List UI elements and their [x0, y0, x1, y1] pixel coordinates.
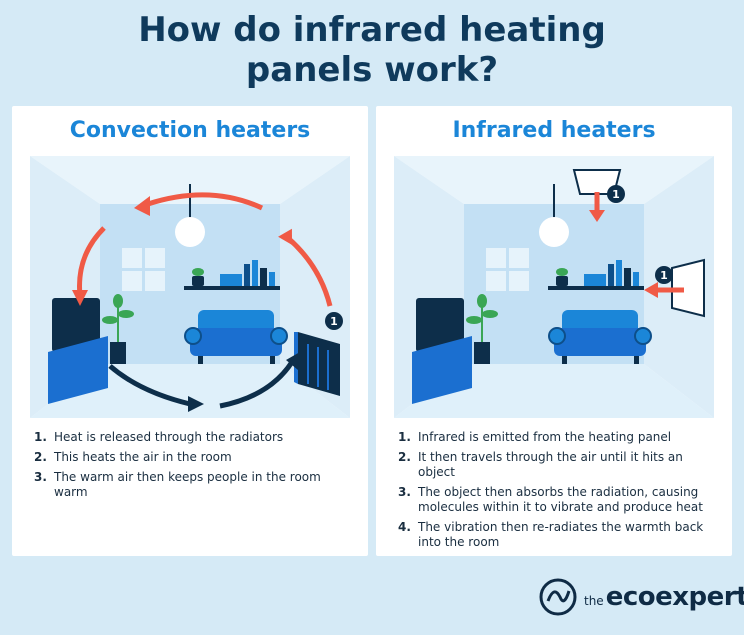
logo-name: ecoexperts: [605, 582, 744, 612]
ecoexperts-logo[interactable]: the ecoexperts: [538, 572, 744, 622]
list-item: 4.The vibration then re-radiates the war…: [398, 520, 704, 549]
tv-cabinet: [48, 336, 108, 404]
list-item: 2.This heats the air in the room: [34, 450, 232, 464]
convection-heading: Convection heaters: [69, 118, 311, 143]
list-item: 3.The warm air then keeps people in the …: [34, 470, 321, 499]
convection-panel: Convection heaters: [12, 106, 368, 556]
tv-cabinet: [412, 336, 472, 404]
floor-arrow-2: [219, 360, 295, 409]
convection-arrow-top-head: [134, 196, 150, 216]
infrared-panel: Infrared heaters: [376, 106, 732, 556]
list-item: 2.It then travels through the air until …: [398, 450, 683, 479]
convection-steps: 1.Heat is released through the radiators…: [34, 430, 354, 505]
window: [122, 248, 165, 291]
infrared-steps: 1.Infrared is emitted from the heating p…: [398, 430, 718, 555]
shelf: [184, 286, 280, 290]
room-floor: [394, 364, 714, 418]
room-ceiling: [30, 156, 350, 204]
list-item: 1.Heat is released through the radiators: [34, 430, 284, 444]
convection-room-illustration: 1: [30, 156, 350, 418]
sofa: [548, 310, 652, 364]
shelf: [548, 286, 644, 290]
floor-arrow-1: [108, 364, 191, 407]
small-plant: [556, 268, 568, 286]
books: [584, 260, 639, 286]
ceiling-ir-arrow-head: [589, 210, 605, 222]
tv: [416, 298, 464, 352]
lamp-bulb: [539, 217, 569, 247]
convection-arrow-left: [77, 226, 106, 297]
logo-mark-icon: [539, 578, 577, 616]
floor-plant: [102, 294, 134, 364]
books: [220, 260, 275, 286]
title-line-1: How do infrared heating: [138, 10, 606, 50]
infrared-room-illustration: 1 1: [394, 156, 714, 418]
small-plant: [192, 268, 204, 286]
title-line-2: panels work?: [245, 50, 499, 90]
sofa: [184, 310, 288, 364]
convection-arrow-left-head: [72, 290, 88, 306]
logo-prefix: the: [584, 594, 604, 608]
wall-heating-panel: [671, 258, 705, 318]
infrared-heading: Infrared heaters: [452, 118, 656, 143]
floor-arrow-2-head: [286, 352, 300, 370]
room-floor: [30, 364, 350, 418]
convection-arrow-up: [286, 236, 333, 307]
room-ceiling: [394, 156, 714, 204]
wall-ir-arrow-head: [644, 282, 658, 298]
step-badge: [607, 185, 625, 203]
list-item: 3.The object then absorbs the radiation,…: [398, 485, 703, 514]
tv: [52, 298, 100, 352]
step-badge: [655, 266, 673, 284]
floor-plant: [466, 294, 498, 364]
step-badge-label: 1: [612, 188, 620, 201]
list-item: 1.Infrared is emitted from the heating p…: [398, 430, 672, 444]
step-badge-label: 1: [330, 315, 338, 328]
convection-arrow-up-head: [278, 228, 292, 245]
page-title: How do infrared heating panels work?: [0, 10, 744, 90]
step-badge-label: 1: [660, 269, 668, 282]
lamp-bulb: [175, 217, 205, 247]
window: [486, 248, 529, 291]
convection-arrow-top: [147, 192, 264, 211]
floor-arrow-1-head: [188, 396, 204, 412]
step-badge: [325, 312, 343, 330]
